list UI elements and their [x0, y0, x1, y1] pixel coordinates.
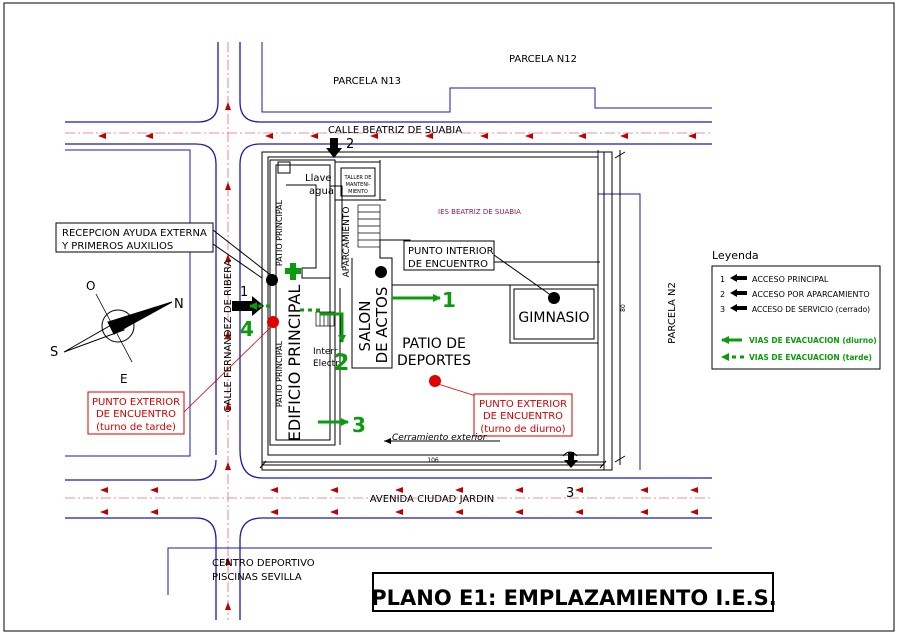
access-3-arrow-icon [564, 452, 578, 468]
label-cerramiento: Cerramiento exterior [392, 433, 488, 443]
street-avenida: AVENIDA CIUDAD JARDIN [370, 494, 495, 505]
label-patio-principal-bottom: PATIO PRINCIPAL [275, 340, 284, 407]
label-llave: Llave [305, 173, 332, 184]
compass-s: S [50, 345, 58, 360]
legend-item-1-number: 1 [720, 275, 725, 284]
parcel-n13: PARCELA N13 [333, 76, 401, 87]
label-taller-1: TALLER DE [344, 175, 372, 181]
evac-route-2 [320, 312, 346, 343]
label-patio-de: PATIO DE [402, 336, 466, 352]
traffic-arrows [98, 102, 698, 610]
exterior-meeting-point-diurno-icon [429, 375, 441, 387]
access-1-arrow-icon [232, 296, 264, 316]
first-aid-cross-icon [285, 263, 301, 280]
interior-meeting-point-icon [375, 266, 387, 278]
legend-acceso-3-icon [730, 304, 747, 312]
centro-line-2: PISCINAS SEVILLA [212, 572, 302, 583]
title-box [372, 572, 774, 612]
ext-diurno-line-1: PUNTO EXTERIOR [479, 399, 567, 410]
ext-tarde-line-2: DE ENCUENTRO [96, 409, 176, 420]
access-number-2: 2 [346, 137, 354, 152]
label-de-actos: DE ACTOS [373, 287, 391, 364]
evac-number-2: 2 [334, 351, 349, 376]
plan-title: PLANO E1: EMPLAZAMIENTO I.E.S. [371, 586, 777, 610]
label-interr: Interr. [313, 347, 340, 357]
legend-acceso-1-icon [730, 274, 747, 282]
legend-item-2-text: ACCESO POR APARCAMIENTO [752, 290, 870, 299]
label-aparcamiento: APARCAMIENTO [342, 207, 352, 278]
road-network [65, 42, 712, 620]
access-number-3: 3 [566, 486, 574, 501]
parcel-n12: PARCELA N12 [509, 54, 577, 65]
evac-number-1: 1 [442, 288, 456, 312]
street-calle-fernandez: CALLE FERNANDEZ DE RIBERA [223, 259, 234, 412]
compass-e: E [120, 372, 128, 386]
legend-evac-diurno-text: VIAS DE EVACUACION (diurno) [749, 336, 877, 345]
label-patio-principal-top: PATIO PRINCIPAL [275, 199, 284, 266]
ext-tarde-line-3: (turno de tarde) [96, 422, 176, 433]
label-dim-vert: 80 [620, 304, 627, 312]
legend-item-3-text: ACCESO DE SERVICIO (cerrado) [752, 305, 870, 314]
exterior-meeting-point-tarde-icon [267, 316, 279, 328]
ext-diurno-line-3: (turno de diurno) [480, 424, 565, 435]
legend-box [711, 265, 881, 370]
first-aid-point-icon [266, 274, 278, 286]
access-2-arrow-icon [326, 138, 342, 158]
label-salon: SALON [356, 301, 374, 352]
ext-tarde-line-1: PUNTO EXTERIOR [92, 397, 180, 408]
recepcion-line-2: Y PRIMEROS AUXILIOS [61, 241, 173, 252]
punto-exterior-tarde-box [87, 391, 185, 435]
label-ies: IES BEATRIZ DE SUABIA [438, 208, 521, 216]
evac-number-4: 4 [240, 317, 254, 341]
parcel-n2: PARCELA N2 [667, 282, 678, 344]
legend-evac-tarde-text: VIAS DE EVACUACION (tarde) [749, 353, 872, 362]
legend-acceso-2-icon [730, 289, 747, 297]
evacuation-routes [249, 294, 441, 426]
punto-interior-line-1: PUNTO INTERIOR [408, 246, 494, 257]
street-calle-beatriz: CALLE BEATRIZ DE SUABIA [328, 125, 462, 136]
legend-item-2-number: 2 [720, 290, 725, 299]
legend-item-1-text: ACCESO PRINCIPAL [752, 275, 829, 284]
label-edificio-principal: EDIFICIO PRINCIPAL [285, 285, 304, 442]
punto-interior-box [403, 240, 495, 271]
punto-exterior-diurno-box [473, 393, 573, 437]
label-dim-106: 106 [427, 457, 439, 464]
compass-o: O [86, 279, 95, 293]
label-agua: agua [309, 186, 334, 197]
label-taller-2: MANTENI- [346, 182, 371, 188]
compass-n: N [174, 297, 184, 312]
access-number-1: 1 [240, 285, 248, 300]
evac-number-3: 3 [352, 413, 366, 437]
label-deportes: DEPORTES [397, 353, 471, 369]
compass-rose-icon [63, 293, 173, 363]
punto-interior-line-2: DE ENCUENTRO [408, 259, 488, 270]
gym-point-icon [548, 292, 560, 304]
recepcion-box [55, 222, 214, 253]
legend-title: Leyenda [712, 249, 759, 262]
label-gimnasio: GIMNASIO [518, 310, 589, 326]
ext-diurno-line-2: DE ENCUENTRO [483, 411, 563, 422]
centro-line-1: CENTRO DEPORTIVO [212, 558, 315, 569]
access-markers [232, 138, 578, 468]
recepcion-line-1: RECEPCION AYUDA EXTERNA [62, 228, 207, 239]
label-electr: Electr. [313, 359, 341, 369]
label-taller-3: MIENTO [348, 189, 368, 195]
sheet-border [3, 2, 895, 632]
legend-item-3-number: 3 [720, 305, 725, 314]
